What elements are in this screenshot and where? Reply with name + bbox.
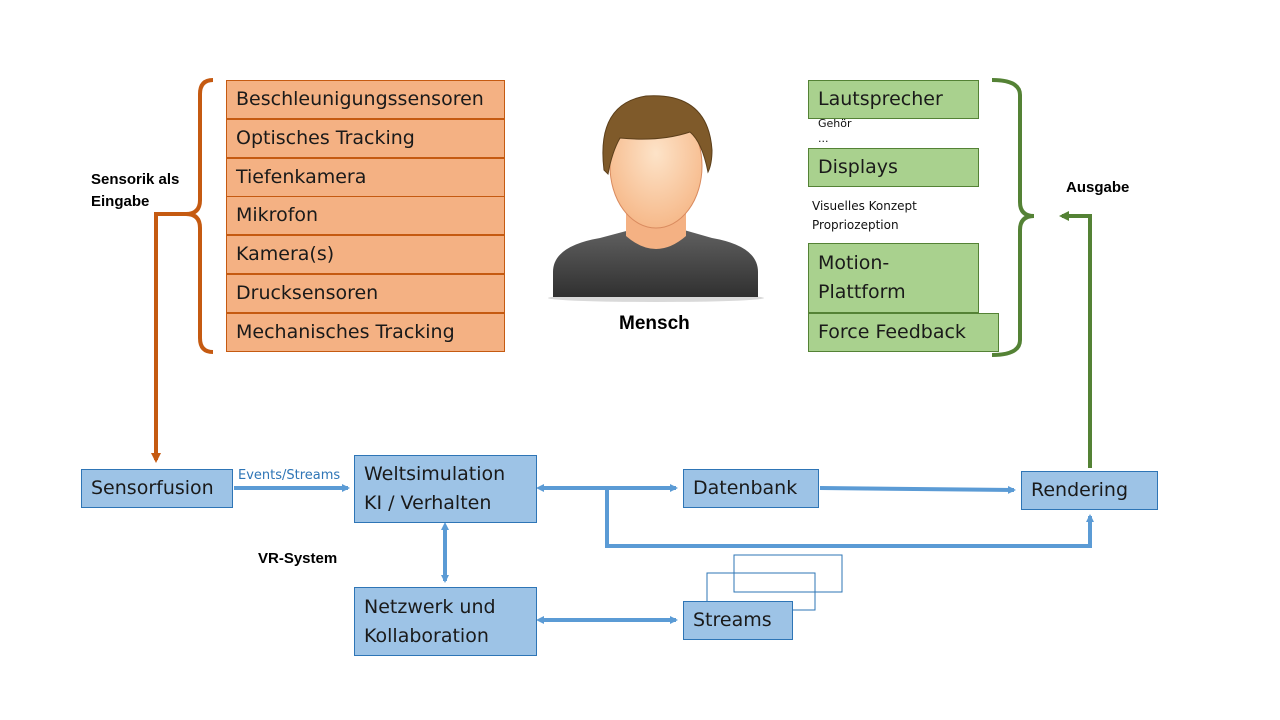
sensor-item-pressure: Drucksensoren	[226, 274, 505, 313]
network-line-1: Netzwerk und	[364, 596, 496, 618]
sensor-item-mechanical-tracking: Mechanisches Tracking	[226, 313, 505, 352]
motion-line-1: Motion-	[818, 252, 890, 274]
sensor-item-optical-tracking: Optisches Tracking	[226, 119, 505, 158]
world-simulation-box: Weltsimulation KI / Verhalten	[354, 455, 537, 523]
sensor-arrow	[151, 212, 186, 463]
output-brace	[991, 78, 1035, 357]
output-speakers: Lautsprecher	[808, 80, 979, 119]
vr-system-label: VR-System	[258, 550, 338, 567]
output-arrow	[1059, 211, 1092, 468]
speakers-note: Gehör	[818, 117, 852, 130]
displays-note-1: Visuelles Konzept	[812, 199, 917, 213]
events-label: Events/Streams	[238, 468, 341, 483]
output-force-feedback: Force Feedback	[808, 313, 999, 352]
database-box: Datenbank	[683, 469, 819, 508]
network-box: Netzwerk und Kollaboration	[354, 587, 537, 656]
arrow-database-rendering	[819, 485, 1016, 494]
sensor-item-acceleration: Beschleunigungssensoren	[226, 80, 505, 119]
person-icon	[548, 95, 764, 302]
world-line-2: KI / Verhalten	[364, 492, 492, 514]
output-displays: Displays	[808, 148, 979, 187]
sensorfusion-box: Sensorfusion	[81, 469, 233, 508]
rendering-box: Rendering	[1021, 471, 1158, 510]
sensor-label: Sensorik als Eingabe	[91, 171, 180, 210]
world-line-1: Weltsimulation	[364, 463, 506, 485]
arrow-world-rendering	[605, 488, 1094, 548]
streams-box: Streams	[683, 601, 793, 640]
sensor-item-depth-camera: Tiefenkamera	[226, 158, 505, 197]
output-label: Ausgabe	[1066, 179, 1130, 196]
output-motion-platform: Motion- Plattform	[808, 243, 979, 313]
sensor-item-microphone: Mikrofon	[226, 196, 505, 235]
sensor-brace	[185, 78, 214, 354]
speakers-note-more: ...	[818, 132, 829, 145]
motion-line-2: Plattform	[818, 281, 906, 303]
network-line-2: Kollaboration	[364, 625, 489, 647]
human-label: Mensch	[619, 313, 690, 334]
sensor-item-cameras: Kamera(s)	[226, 235, 505, 274]
displays-note-2: Propriozeption	[812, 218, 899, 232]
